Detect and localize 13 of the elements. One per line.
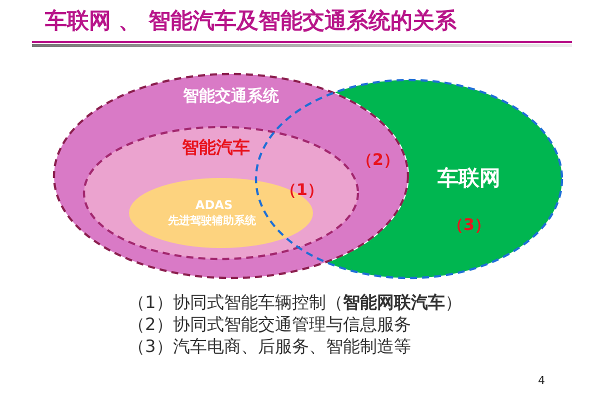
region-label: 先进驾驶辅助系统 [168, 215, 256, 228]
region-number: （3） [447, 215, 491, 234]
region-number: （1） [280, 180, 324, 200]
region-number: （2） [356, 150, 400, 170]
title: 车联网 、 智能汽车及智能交通系统的关系 [45, 9, 456, 36]
note-text: （1）协同式智能车辆控制（智能网联汽车） [128, 293, 462, 314]
page-number: 4 [538, 374, 545, 388]
note-text: （2）协同式智能交通管理与信息服务 [128, 315, 411, 336]
note-text: （3）汽车电商、后服务、智能制造等 [128, 337, 411, 358]
region-label: 车联网 [438, 166, 500, 190]
region-label: 智能汽车 [182, 139, 250, 159]
region-label: 智能交通系统 [183, 87, 279, 106]
region-label: ADAS [195, 199, 233, 213]
